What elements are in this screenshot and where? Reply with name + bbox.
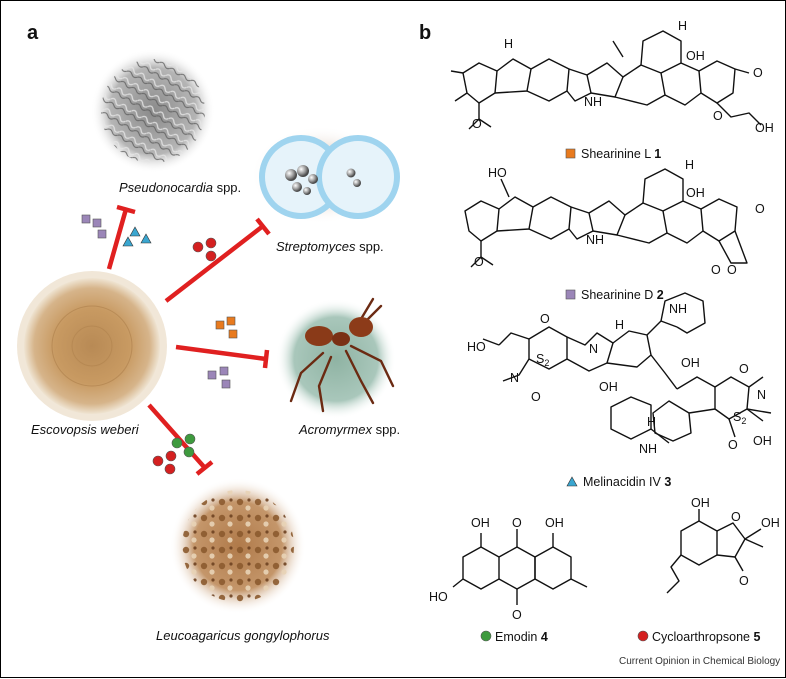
markers-pseudonocardia [81, 214, 152, 247]
s3-oh-left: OH [599, 380, 618, 394]
s3-h-bottom: H [647, 415, 656, 429]
s3-h-top: H [615, 318, 624, 332]
s2-o-ring: O [711, 263, 721, 277]
escovopsis-image [17, 271, 167, 421]
inhibition-arrow-streptomyces [164, 217, 271, 303]
s3-oh-right: OH [681, 356, 700, 370]
acromyrmex-image [276, 297, 396, 419]
compound-caption-2: Shearinine D 2 [565, 288, 664, 302]
compound-5-marker [637, 630, 649, 642]
leucoagaricus-label: Leucoagaricus gongylophorus [156, 628, 330, 643]
inhibition-arrow-leucoagaricus [147, 403, 214, 476]
s3-o-right-bottom: O [728, 438, 738, 452]
s3-oh-end: OH [753, 434, 772, 448]
compound-caption-1: Shearinine L 1 [565, 147, 661, 161]
s2-ho: HO [488, 166, 507, 180]
s5-o-ring: O [731, 510, 741, 524]
s2-oh: OH [686, 186, 705, 200]
s5-oh-right: OH [761, 516, 780, 530]
structure-cycloarthropsone [666, 509, 764, 594]
compound-5-label: Cycloarthropsone 5 [652, 630, 760, 644]
s3-nh-bottom: NH [639, 442, 657, 456]
s4-oh-right: OH [545, 516, 564, 530]
s1-h-top: H [504, 37, 513, 51]
s3-s2-left: S2 [536, 352, 549, 368]
panel-label-b: b [419, 22, 431, 44]
compound-4-label: Emodin 4 [495, 630, 548, 644]
s3-o-bottom: O [531, 390, 541, 404]
structure-emodin [452, 529, 588, 605]
s2-nh: NH [586, 233, 604, 247]
s2-o: O [474, 255, 484, 269]
s3-n-amide: N [510, 371, 519, 385]
compound-caption-5: Cycloarthropsone 5 [637, 630, 760, 644]
compound-3-marker [566, 476, 578, 487]
s1-o-ring: O [713, 109, 723, 123]
s1-o: O [472, 117, 482, 131]
inhibition-arrow-acromyrmex [175, 344, 270, 369]
s3-ho: HO [467, 340, 486, 354]
markers-streptomyces [192, 237, 217, 262]
structure-melinacidin-iv [482, 292, 772, 444]
inhibition-arrow-pseudonocardia [106, 204, 136, 270]
s4-o-bottom: O [512, 608, 522, 622]
escovopsis-label: Escovopsis weberi [31, 422, 140, 437]
s2-o-ketone: O [755, 202, 765, 216]
compound-2-label: Shearinine D 2 [581, 288, 664, 302]
s1-oh: OH [686, 49, 705, 63]
s3-n-right: N [757, 388, 766, 402]
s3-nh-top: NH [669, 302, 687, 316]
compound-caption-4: Emodin 4 [480, 630, 548, 644]
s4-o-top: O [512, 516, 522, 530]
compound-2-marker [565, 289, 576, 300]
s1-h-right: H [678, 19, 687, 33]
pseudonocardia-image [91, 49, 215, 173]
s4-ho: HO [429, 590, 448, 604]
inhibition-arrows [106, 204, 271, 476]
streptomyces-image [251, 126, 400, 224]
s2-h: H [685, 158, 694, 172]
pseudonocardia-label: Pseudonocardia spp. [119, 180, 241, 195]
compound-4-marker [480, 630, 492, 642]
source-credit: Current Opinion in Chemical Biology [619, 656, 780, 667]
compound-caption-3: Melinacidin IV 3 [566, 475, 671, 489]
s3-n-left: N [589, 342, 598, 356]
compound-1-marker [565, 148, 576, 159]
compound-1-label: Shearinine L 1 [581, 147, 661, 161]
s5-oh: OH [691, 496, 710, 510]
s1-nh: NH [584, 95, 602, 109]
leucoagaricus-image [170, 478, 306, 614]
s3-s2-right: S2 [733, 410, 746, 426]
compound-3-label: Melinacidin IV 3 [583, 475, 671, 489]
panel-label-a: a [27, 22, 39, 44]
s3-o-top: O [540, 312, 550, 326]
s1-o-ketone: O [753, 66, 763, 80]
structure-shearinine-l [450, 30, 762, 130]
s5-o-ketone: O [739, 574, 749, 588]
s2-o-ring2: O [727, 263, 737, 277]
structure-shearinine-d [464, 168, 748, 268]
markers-acromyrmex-bottom [207, 366, 231, 389]
markers-acromyrmex-top [215, 316, 238, 339]
streptomyces-label: Streptomyces spp. [276, 239, 384, 254]
acromyrmex-label: Acromyrmex spp. [298, 422, 400, 437]
s1-oh-side: OH [755, 121, 774, 135]
s4-oh-left: OH [471, 516, 490, 530]
s3-o-right-top: O [739, 362, 749, 376]
markers-leucoagaricus [152, 433, 196, 475]
